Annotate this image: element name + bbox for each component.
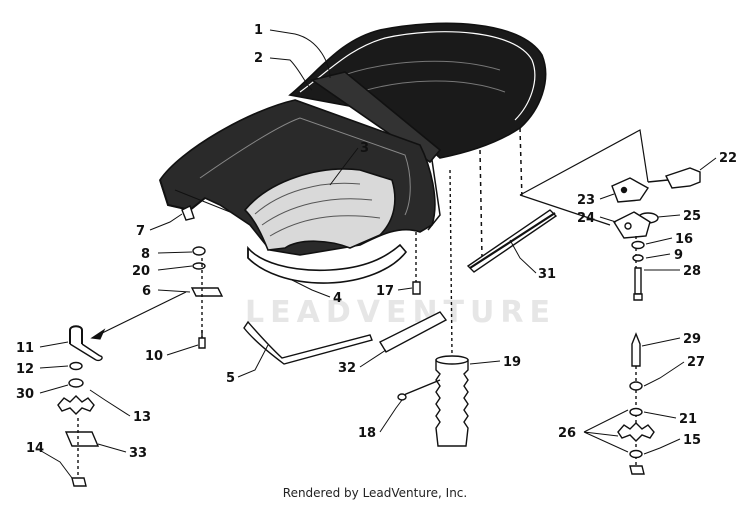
callout-32: 32 — [338, 361, 356, 376]
callout-24: 24 — [577, 211, 595, 226]
callout-27: 27 — [687, 355, 705, 370]
star-knob-13 — [57, 395, 95, 415]
washer-21 — [629, 407, 643, 417]
callout-14: 14 — [26, 441, 44, 456]
callout-26: 26 — [558, 426, 576, 441]
seat-side-panel — [427, 127, 523, 259]
callout-33: 33 — [129, 446, 147, 461]
callout-10: 10 — [145, 349, 163, 364]
callout-5: 5 — [226, 371, 235, 386]
nut-8 — [192, 246, 206, 256]
callout-23: 23 — [577, 193, 595, 208]
callout-30: 30 — [16, 387, 34, 402]
callout-21: 21 — [679, 412, 697, 427]
clip-7 — [181, 205, 195, 221]
latch-22 — [665, 167, 701, 189]
strip-32 — [379, 311, 448, 353]
callout-3: 3 — [360, 141, 369, 156]
washer-20 — [192, 262, 206, 270]
star-knob-26 — [617, 422, 655, 442]
callout-12: 12 — [16, 362, 34, 377]
callout-labels: 1 2 3 4 5 6 7 8 9 10 11 12 13 14 15 16 1… — [16, 23, 737, 461]
callout-15: 15 — [683, 433, 701, 448]
callout-31: 31 — [538, 267, 556, 282]
callout-22: 22 — [719, 151, 737, 166]
nut-15 — [629, 449, 643, 459]
bracket-6 — [190, 287, 224, 297]
callout-9: 9 — [674, 248, 683, 263]
callout-1: 1 — [254, 23, 263, 38]
callout-11: 11 — [16, 341, 34, 356]
callout-6: 6 — [142, 284, 151, 299]
callout-8: 8 — [141, 247, 150, 262]
post-29 — [631, 332, 641, 367]
latch-leaders — [519, 129, 649, 226]
callout-17: 17 — [376, 284, 394, 299]
catch-plate-24 — [612, 211, 651, 239]
callout-18: 18 — [358, 426, 376, 441]
right-hardware — [611, 167, 701, 475]
callout-28: 28 — [683, 264, 701, 279]
washer-16 — [631, 240, 645, 250]
bracket-arrow — [90, 291, 187, 340]
callout-7: 7 — [136, 224, 145, 239]
seat-base-tray — [247, 243, 408, 284]
callout-19: 19 — [503, 355, 521, 370]
callout-16: 16 — [675, 232, 693, 247]
watermark-text: LEADVENTURE — [245, 295, 556, 330]
callout-13: 13 — [133, 410, 151, 425]
callout-20: 20 — [132, 264, 150, 279]
nut-27 — [629, 381, 643, 391]
nut-12 — [69, 361, 83, 371]
bolt-28 — [634, 267, 642, 295]
callout-2: 2 — [254, 51, 263, 66]
u-bolt-11 — [69, 325, 83, 344]
u-bolt-group — [57, 325, 103, 487]
bellows-19 — [435, 359, 469, 447]
nut-14 — [71, 477, 87, 487]
latch-plate-23 — [611, 177, 650, 203]
callout-25: 25 — [683, 209, 701, 224]
bolt-10 — [198, 337, 206, 349]
washer-30 — [68, 378, 84, 388]
seat-assembly — [159, 22, 547, 284]
rod-5 — [243, 320, 373, 365]
render-credit: Rendered by LeadVenture, Inc. — [282, 486, 468, 500]
left-hardware — [181, 205, 558, 365]
screw-17 — [412, 281, 421, 295]
callout-4: 4 — [333, 291, 342, 306]
plate-33 — [64, 431, 100, 447]
callout-29: 29 — [683, 332, 701, 347]
washer-9 — [632, 254, 644, 262]
leader-lines — [35, 29, 717, 479]
